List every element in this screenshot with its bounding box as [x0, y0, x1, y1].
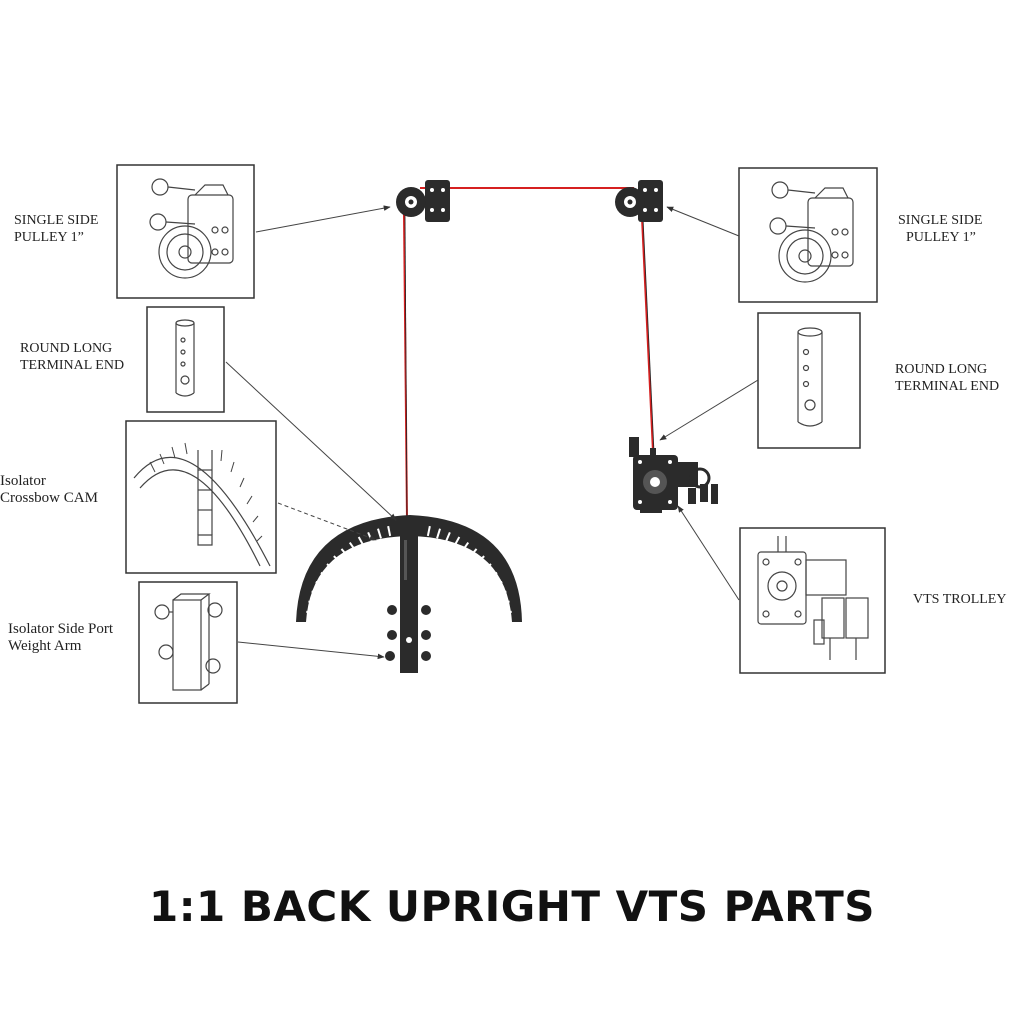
label-right-terminal: ROUND LONG TERMINAL END: [895, 362, 1000, 394]
right-pulley: [615, 180, 663, 222]
vts-trolley: [629, 437, 718, 513]
thumb-left-terminal: [146, 306, 225, 413]
cable: [403, 187, 654, 521]
thumb-left-pulley: [116, 164, 255, 299]
thumb-right-terminal: [757, 312, 861, 449]
label-crossbow: Isolator Crossbow CAM: [0, 473, 98, 506]
label-right-pulley: SINGLE SIDE PULLEY 1”: [898, 213, 983, 245]
thumb-crossbow: [125, 420, 277, 574]
left-pulley: [396, 180, 450, 222]
label-left-pulley: SINGLE SIDE PULLEY 1”: [14, 213, 99, 245]
thumb-weight-arm: [138, 581, 238, 704]
leader-lines: [225, 205, 759, 660]
crossbow-cam: [296, 515, 522, 673]
label-left-terminal: ROUND LONG TERMINAL END: [20, 341, 125, 373]
thumb-trolley: [739, 527, 886, 674]
label-weight-arm: Isolator Side Port Weight Arm: [8, 621, 113, 654]
label-trolley: VTS TROLLEY: [913, 592, 1007, 607]
thumb-right-pulley: [738, 167, 878, 303]
page-title: 1:1 BACK UPRIGHT VTS PARTS: [149, 882, 875, 931]
